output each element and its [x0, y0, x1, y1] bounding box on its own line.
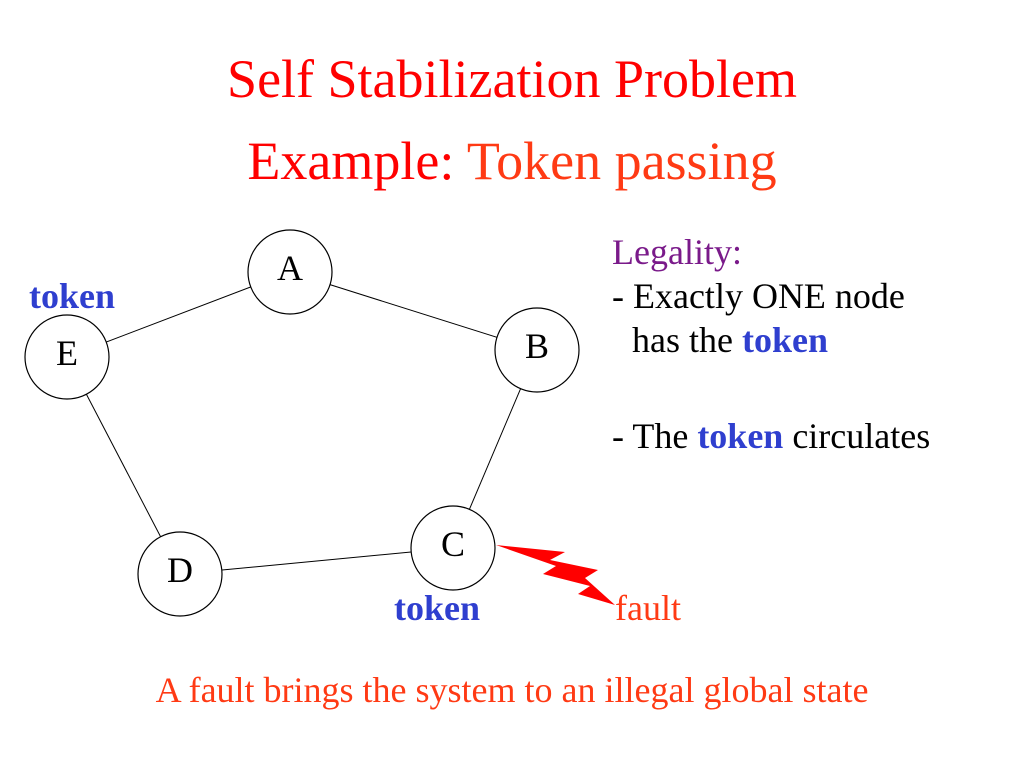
- legality-rule2: - The token circulates: [612, 414, 1022, 458]
- node-a: A: [247, 229, 333, 315]
- legality-panel: Legality: - Exactly ONE node has the tok…: [612, 230, 1022, 458]
- legality-rule1-line2: has the token: [612, 318, 1022, 362]
- footer-statement: A fault brings the system to an illegal …: [155, 670, 869, 710]
- node-e: E: [24, 314, 110, 400]
- rule2-token-word: token: [697, 416, 784, 456]
- legality-rule1-line1: - Exactly ONE node: [612, 276, 905, 316]
- node-circle-c: [410, 505, 496, 591]
- edge-a-b: [289, 271, 538, 351]
- slide-title-line1: Self Stabilization Problem: [227, 49, 797, 109]
- rule2-suffix: circulates: [783, 416, 931, 456]
- node-d: D: [137, 531, 223, 617]
- slide-title-line2: Example: Token passing: [0, 134, 1024, 188]
- node-c: C: [410, 505, 496, 591]
- node-circle-a: [247, 229, 333, 315]
- fault-lightning-icon: [496, 545, 615, 605]
- node-circle-e: [24, 314, 110, 400]
- node-label-b: B: [525, 326, 549, 366]
- legality-heading: Legality:: [612, 232, 742, 272]
- title-token-passing: Token passing: [466, 131, 777, 191]
- token-label-node-c: token: [394, 588, 481, 628]
- node-label-c: C: [441, 524, 465, 564]
- node-label-d: D: [167, 550, 193, 590]
- node-circle-d: [137, 531, 223, 617]
- node-label-e: E: [56, 333, 78, 373]
- ring-nodes: A B C D E: [24, 229, 580, 617]
- edge-c-d: [179, 547, 454, 575]
- rule1-token-word: token: [741, 320, 828, 360]
- title-example-prefix: Example:: [247, 131, 467, 191]
- node-b: B: [494, 307, 580, 393]
- node-label-a: A: [277, 248, 303, 288]
- fault-label: fault: [615, 588, 681, 628]
- node-circle-b: [494, 307, 580, 393]
- token-label-node-e: token: [29, 276, 116, 316]
- rule1-text: has the: [632, 320, 742, 360]
- legality-spacer: [612, 362, 1022, 414]
- rule2-prefix: - The: [612, 416, 698, 456]
